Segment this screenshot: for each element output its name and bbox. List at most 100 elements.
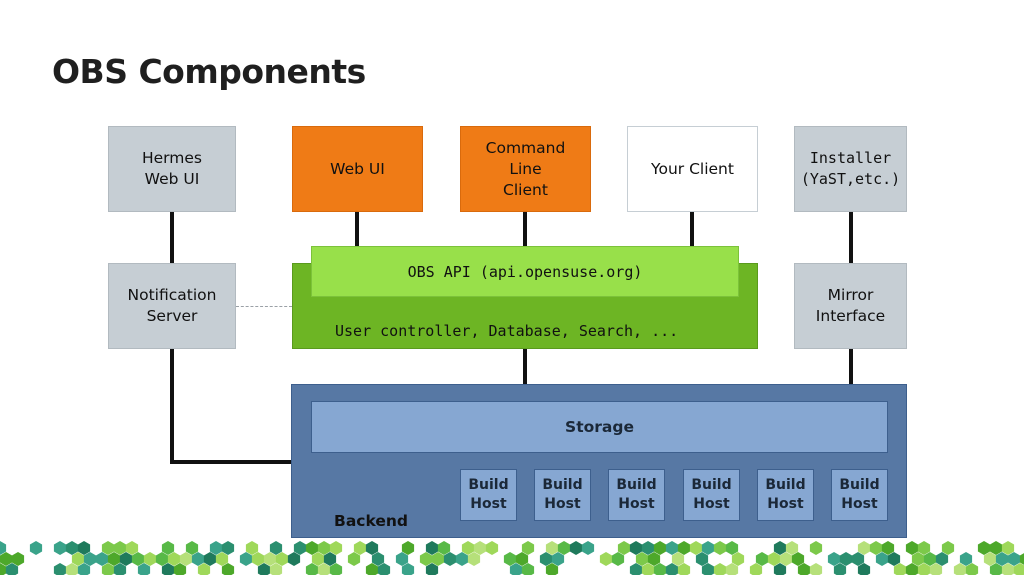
build-host-6: Build Host bbox=[831, 469, 888, 521]
hexagon-tile bbox=[137, 563, 151, 575]
hexagon-tile bbox=[161, 541, 175, 555]
hexagon-tile bbox=[221, 541, 235, 555]
hexagon-tile bbox=[5, 563, 19, 575]
hexagon-tile bbox=[419, 552, 433, 566]
hexagon-tile bbox=[857, 563, 871, 575]
hexagon-tile bbox=[869, 541, 883, 555]
build-host-5: Build Host bbox=[757, 469, 814, 521]
hexagon-tile bbox=[347, 552, 361, 566]
hexagon-tile bbox=[155, 552, 169, 566]
hexagon-tile bbox=[833, 563, 847, 575]
build-host-2: Build Host bbox=[534, 469, 591, 521]
hexagon-tile bbox=[893, 563, 907, 575]
hexagon-tile bbox=[167, 552, 181, 566]
hexagon-tile bbox=[125, 541, 139, 555]
hexagon-tile bbox=[53, 563, 67, 575]
hexagon-tile bbox=[323, 552, 337, 566]
your-client-box: Your Client bbox=[627, 126, 758, 212]
hexagon-tile bbox=[329, 563, 343, 575]
hexagon-tile bbox=[173, 563, 187, 575]
build-host-4: Build Host bbox=[683, 469, 740, 521]
hexagon-tile bbox=[977, 541, 991, 555]
hexagon-tile bbox=[329, 541, 343, 555]
hexagon-tile bbox=[143, 552, 157, 566]
hexagon-tile bbox=[677, 563, 691, 575]
hexagon-tile bbox=[749, 563, 763, 575]
hexagon-tile bbox=[119, 552, 133, 566]
hexagon-tile bbox=[467, 552, 481, 566]
hexagon-tile bbox=[1019, 553, 1024, 565]
hexagon-tile bbox=[461, 541, 475, 555]
hexagon-tile bbox=[269, 541, 283, 555]
hexagon-tile bbox=[215, 552, 229, 566]
hexagon-tile bbox=[809, 563, 823, 575]
hexagon-tile bbox=[251, 552, 265, 566]
hexagon-tile bbox=[731, 552, 745, 566]
hexagon-tile bbox=[191, 552, 205, 566]
hexagon-tile bbox=[569, 541, 583, 555]
hexagon-tile bbox=[269, 563, 283, 575]
hexagon-tile bbox=[677, 541, 691, 555]
hexagon-tile bbox=[929, 563, 943, 575]
hexagon-tile bbox=[989, 541, 1003, 555]
hexagon-tile bbox=[11, 552, 25, 566]
hexagon-tile bbox=[101, 541, 115, 555]
page-title: OBS Components bbox=[52, 52, 366, 91]
hexagon-tile bbox=[245, 541, 259, 555]
hexagon-tile bbox=[923, 552, 937, 566]
hexagon-tile bbox=[161, 563, 175, 575]
hexagon-tile bbox=[557, 541, 571, 555]
hexagon-tile bbox=[905, 541, 919, 555]
build-host-1: Build Host bbox=[460, 469, 517, 521]
hexagon-tile bbox=[179, 552, 193, 566]
hexagon-tile bbox=[773, 563, 787, 575]
hexagon-tile bbox=[77, 563, 91, 575]
hexagon-tile bbox=[83, 552, 97, 566]
hexagon-tile bbox=[629, 541, 643, 555]
hexagon-tile bbox=[197, 563, 211, 575]
hexagon-tile bbox=[305, 563, 319, 575]
hexagon-tile bbox=[515, 552, 529, 566]
hexagon-tile bbox=[665, 563, 679, 575]
hexagon-tile bbox=[905, 563, 919, 575]
connector-notification-backend bbox=[170, 460, 292, 464]
notification-server-box: Notification Server bbox=[108, 263, 236, 349]
hexagon-tile bbox=[839, 552, 853, 566]
hexagon-tile bbox=[65, 563, 79, 575]
hexagon-tile bbox=[695, 552, 709, 566]
build-host-3: Build Host bbox=[608, 469, 665, 521]
hexagon-tile bbox=[647, 552, 661, 566]
hexagon-tile bbox=[599, 552, 613, 566]
hexagon-tile bbox=[617, 541, 631, 555]
hexagon-tile bbox=[509, 563, 523, 575]
hexagon-tile bbox=[995, 552, 1009, 566]
hexagon-tile bbox=[1001, 563, 1015, 575]
backend-label: Backend bbox=[334, 512, 408, 530]
hexagon-tile bbox=[545, 563, 559, 575]
hexagon-tile bbox=[629, 563, 643, 575]
hexagon-tile bbox=[0, 563, 7, 575]
connector-mirror-backend bbox=[849, 349, 853, 384]
api-sublabel: User controller, Database, Search, ... bbox=[335, 322, 679, 340]
hexagon-tile bbox=[293, 541, 307, 555]
hexagon-tile bbox=[317, 541, 331, 555]
dashed-connector bbox=[236, 306, 292, 307]
hexagon-tile bbox=[275, 552, 289, 566]
hexagon-tile bbox=[113, 541, 127, 555]
hexagon-tile bbox=[401, 563, 415, 575]
connector-hermes-notification bbox=[170, 212, 174, 263]
hexagon-tile bbox=[917, 541, 931, 555]
hexagon-tile bbox=[611, 552, 625, 566]
hexagon-tile bbox=[437, 541, 451, 555]
hexagon-tile bbox=[689, 541, 703, 555]
connector-webui-api bbox=[355, 212, 359, 246]
hexagon-tile bbox=[107, 552, 121, 566]
hexagon-tile bbox=[287, 552, 301, 566]
hexagon-tile bbox=[0, 552, 13, 566]
hexagon-tile bbox=[851, 552, 865, 566]
hexagon-tile bbox=[521, 563, 535, 575]
hexagon-tile bbox=[641, 541, 655, 555]
hexagon-tile bbox=[725, 541, 739, 555]
command-line-client-box: Command Line Client bbox=[460, 126, 591, 212]
connector-api-backend bbox=[523, 349, 527, 384]
